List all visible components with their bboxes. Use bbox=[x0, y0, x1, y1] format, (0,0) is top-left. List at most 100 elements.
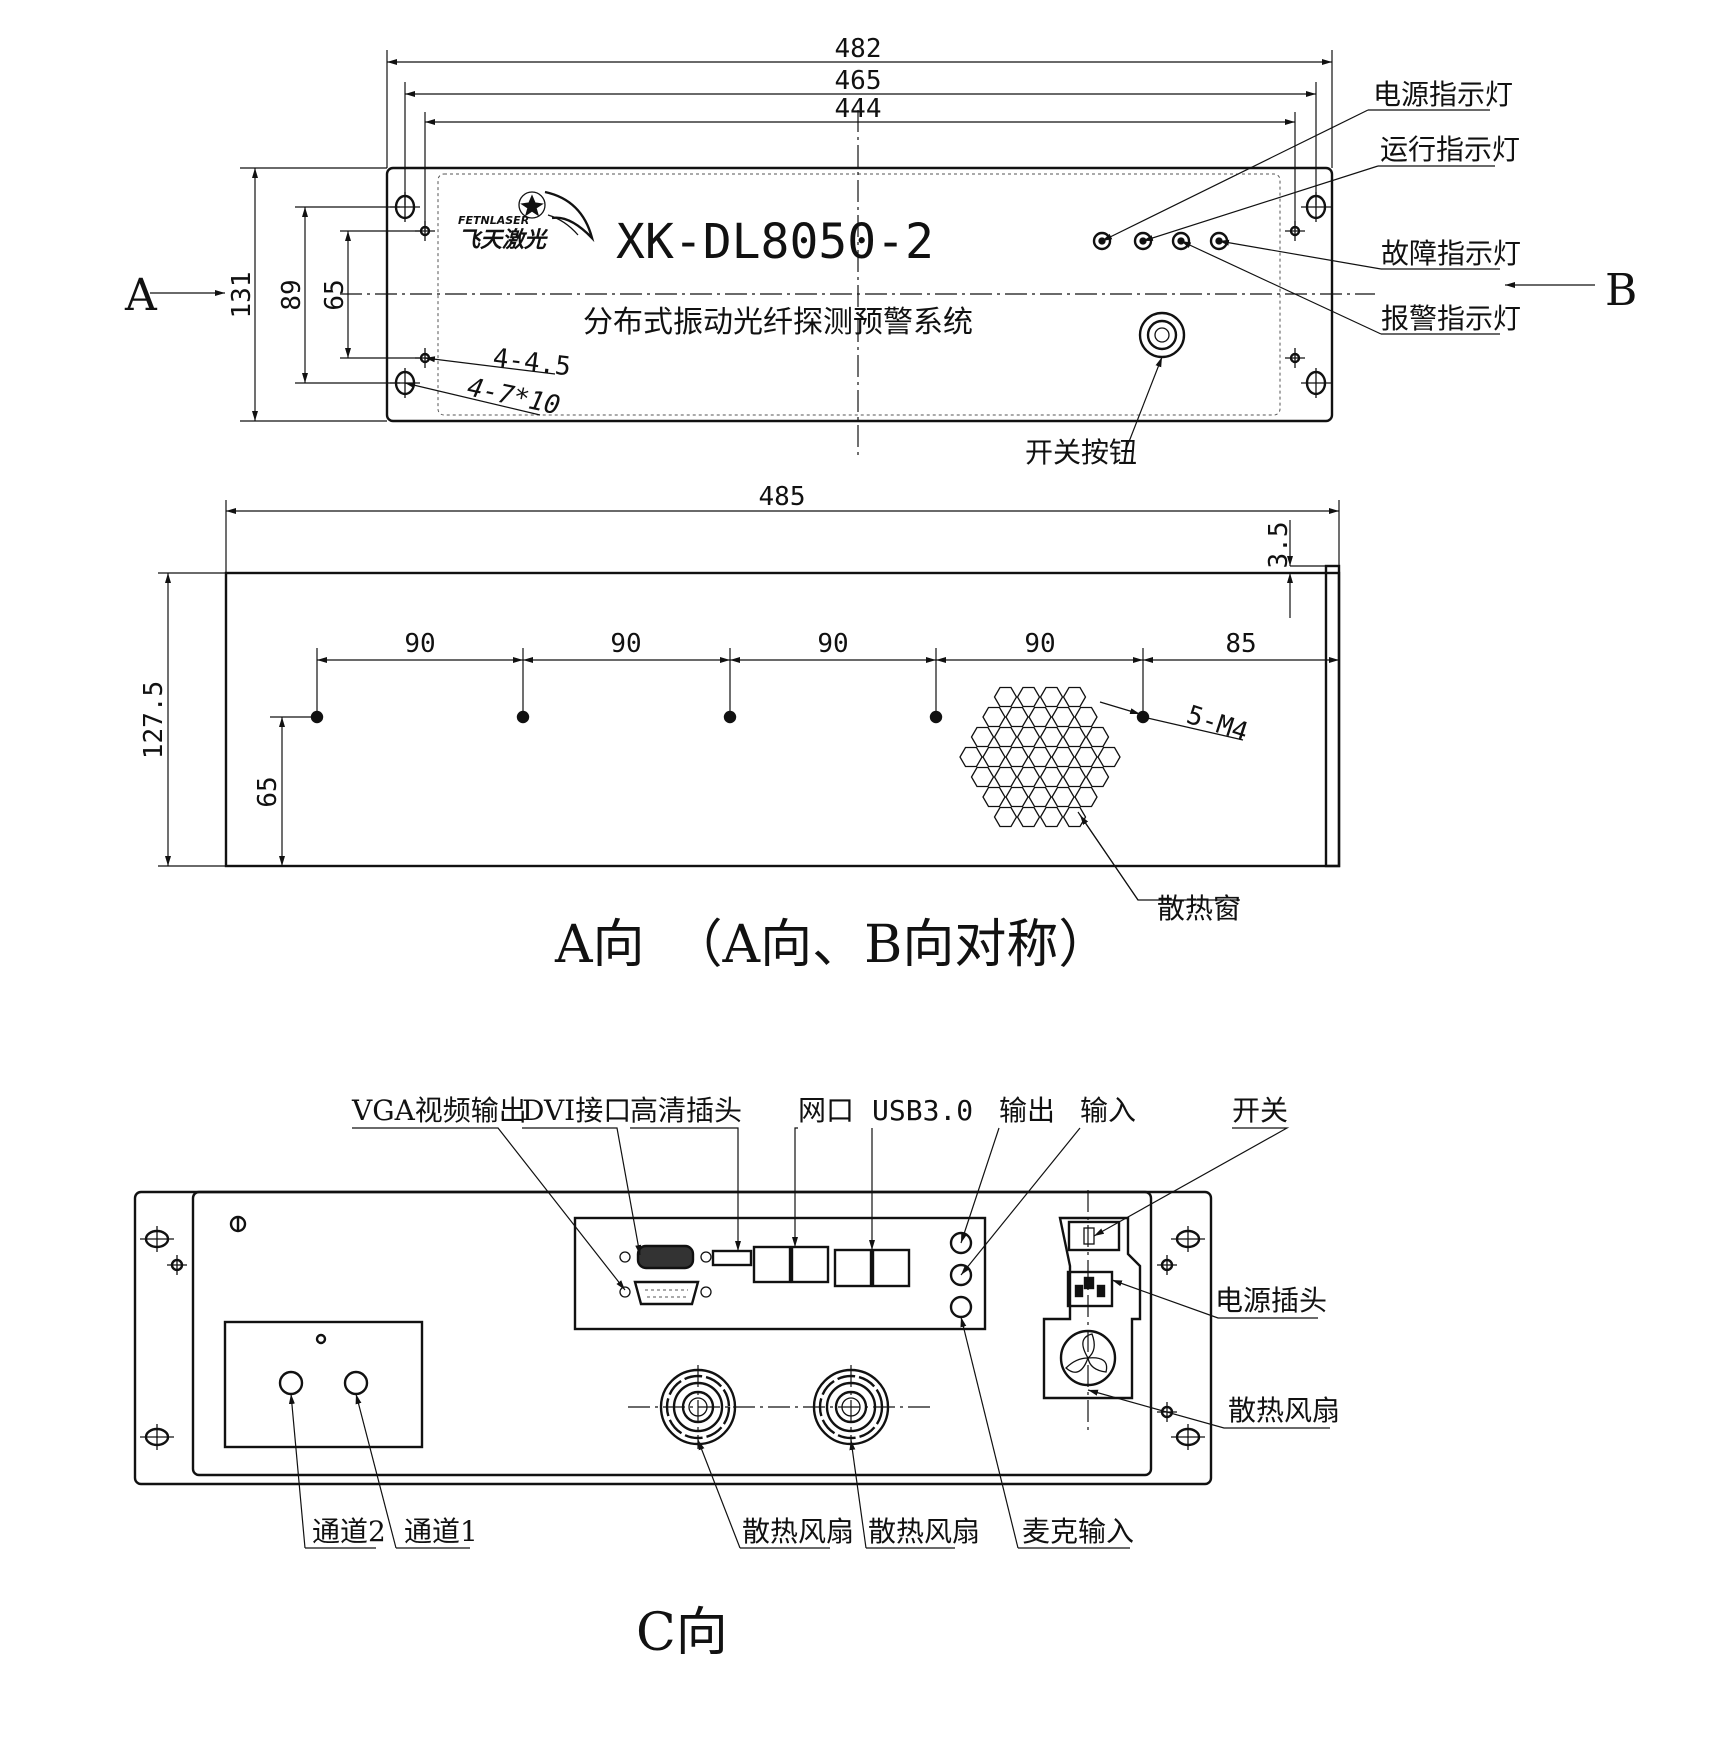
label-mic-input: 麦克输入 bbox=[1022, 1515, 1134, 1548]
vent-hex-cell bbox=[1085, 766, 1110, 788]
label-channel-2: 通道2 bbox=[312, 1515, 386, 1548]
vent-hex-cell bbox=[1097, 746, 1121, 768]
hdmi-port-icon bbox=[711, 1249, 753, 1267]
vent-hex-cell bbox=[1005, 746, 1029, 768]
brand-logo: FETNLASER 飞天激光 bbox=[458, 190, 595, 253]
label-channel-1: 通道1 bbox=[404, 1515, 478, 1548]
label-alarm-led: 报警指示灯 bbox=[1381, 302, 1521, 335]
vent-hex-cell bbox=[1062, 686, 1087, 708]
dim-text-89: 89 bbox=[277, 279, 307, 310]
label-vga-output: VGA视频输出 bbox=[351, 1094, 527, 1127]
vent-hex-cell bbox=[1062, 766, 1087, 788]
vent-hex-cell bbox=[982, 706, 1006, 728]
logo-text-cn: 飞天激光 bbox=[458, 228, 549, 253]
dim-text-482: 482 bbox=[835, 34, 882, 64]
label-switch-button: 开关按钮 bbox=[1025, 436, 1137, 469]
vent-hex-cell bbox=[1074, 706, 1098, 728]
rear-outer-panel bbox=[133, 1190, 1213, 1486]
model-number: XK-DL8050-2 bbox=[616, 214, 934, 270]
vent-hex-cell bbox=[1039, 766, 1064, 788]
vent-hex-cell bbox=[1028, 786, 1052, 808]
vent-hex-cell bbox=[1016, 806, 1041, 828]
vent-hex-cell bbox=[982, 786, 1006, 808]
top-view: 482 465 444 131 89 65 bbox=[124, 34, 1637, 469]
label-usb: USB3.0 bbox=[872, 1094, 973, 1127]
dim-spacing-2: 90 bbox=[610, 629, 641, 659]
logo-star-icon bbox=[518, 191, 546, 219]
dvi-port-icon bbox=[619, 1244, 712, 1270]
label-power-plug: 电源插头 bbox=[1215, 1284, 1327, 1317]
label-run-led: 运行指示灯 bbox=[1380, 133, 1520, 166]
label-output: 输出 bbox=[999, 1094, 1055, 1127]
dim-text-65: 65 bbox=[320, 279, 350, 310]
product-name: 分布式振动光纤探测预警系统 bbox=[583, 305, 973, 340]
vent-hex-cell bbox=[993, 766, 1018, 788]
rear-view: VGA视频输出 DVI接口 高清插头 网口 USB3.0 输出 输入 开关 电源… bbox=[133, 1094, 1340, 1663]
rear-mounting-holes bbox=[140, 1226, 1205, 1450]
dim-text-444: 444 bbox=[835, 94, 882, 124]
usb-port-1-icon bbox=[833, 1248, 873, 1288]
vent-hex-cell bbox=[1005, 706, 1029, 728]
channel-2-port-icon bbox=[278, 1370, 304, 1396]
vent-hex-cell bbox=[1016, 686, 1041, 708]
label-input: 输入 bbox=[1080, 1094, 1136, 1127]
label-net-port: 网口 bbox=[798, 1094, 854, 1127]
ground-screw-icon bbox=[229, 1215, 247, 1233]
vent-hex-cell bbox=[1039, 726, 1064, 748]
net-port-1-icon bbox=[752, 1245, 792, 1284]
usb-port-2-icon bbox=[871, 1248, 911, 1288]
dim-spacing-1: 90 bbox=[404, 629, 435, 659]
side-panel-outline bbox=[224, 571, 1341, 868]
vent-hex-cell bbox=[1028, 746, 1052, 768]
vent-hex-cell bbox=[982, 746, 1006, 768]
channel-1-port-icon bbox=[343, 1370, 369, 1396]
dim-text-485: 485 bbox=[759, 482, 806, 512]
mic-input-jack-icon bbox=[949, 1295, 973, 1319]
vent-hex-cell bbox=[970, 726, 995, 748]
rear-view-caption: C向 bbox=[636, 1603, 728, 1663]
vga-port-icon bbox=[619, 1280, 712, 1306]
vent-hex-cell bbox=[1005, 786, 1029, 808]
view-arrow-a: A bbox=[124, 270, 158, 321]
screw-callout: 5-M4 bbox=[1183, 700, 1252, 748]
mounting-slot-holes bbox=[390, 192, 1331, 398]
dim-spacing-3: 90 bbox=[817, 629, 848, 659]
vent-hex-cell bbox=[1028, 706, 1052, 728]
vent-hex-cell bbox=[1051, 746, 1075, 768]
vent-hex-cell bbox=[1074, 746, 1098, 768]
front-flange bbox=[1324, 564, 1341, 868]
io-module bbox=[573, 1216, 987, 1331]
logo-text-en: FETNLASER bbox=[458, 214, 529, 227]
label-switch: 开关 bbox=[1232, 1094, 1288, 1127]
label-vent-window: 散热窗 bbox=[1157, 892, 1241, 925]
view-arrow-b: B bbox=[1605, 265, 1637, 316]
label-dvi-port: DVI接口 bbox=[522, 1094, 631, 1127]
label-fan-1: 散热风扇 bbox=[742, 1515, 854, 1548]
vent-hex-cell bbox=[959, 746, 983, 768]
vent-hex-cell bbox=[1039, 806, 1064, 828]
dim-text-465: 465 bbox=[835, 66, 882, 96]
vent-hex-cell bbox=[1062, 806, 1087, 828]
vent-hex-cell bbox=[1085, 726, 1110, 748]
power-module bbox=[1042, 1190, 1142, 1430]
dim-text-3-5: 3.5 bbox=[1264, 522, 1294, 569]
vent-hex-cell bbox=[1074, 786, 1098, 808]
label-hdmi-plug: 高清插头 bbox=[630, 1094, 742, 1127]
label-fault-led: 故障指示灯 bbox=[1381, 237, 1521, 270]
run-led-icon bbox=[1133, 231, 1153, 251]
hole-callout-small: 4-4.5 bbox=[491, 343, 572, 382]
switch-button-icon bbox=[1138, 311, 1186, 359]
vent-hex-cell bbox=[1016, 766, 1041, 788]
label-power-led: 电源指示灯 bbox=[1373, 78, 1513, 111]
dim-text-65-side: 65 bbox=[253, 776, 283, 807]
net-port-2-icon bbox=[790, 1245, 830, 1284]
dim-text-131: 131 bbox=[227, 272, 257, 319]
mounting-small-holes bbox=[415, 221, 1305, 368]
vent-window-pattern bbox=[959, 686, 1121, 828]
power-plug-icon bbox=[1066, 1270, 1114, 1308]
dim-spacing-4: 90 bbox=[1024, 629, 1055, 659]
indicator-leds bbox=[1092, 231, 1229, 251]
vent-hex-cell bbox=[1016, 726, 1041, 748]
audio-input-jack-icon bbox=[949, 1263, 973, 1287]
